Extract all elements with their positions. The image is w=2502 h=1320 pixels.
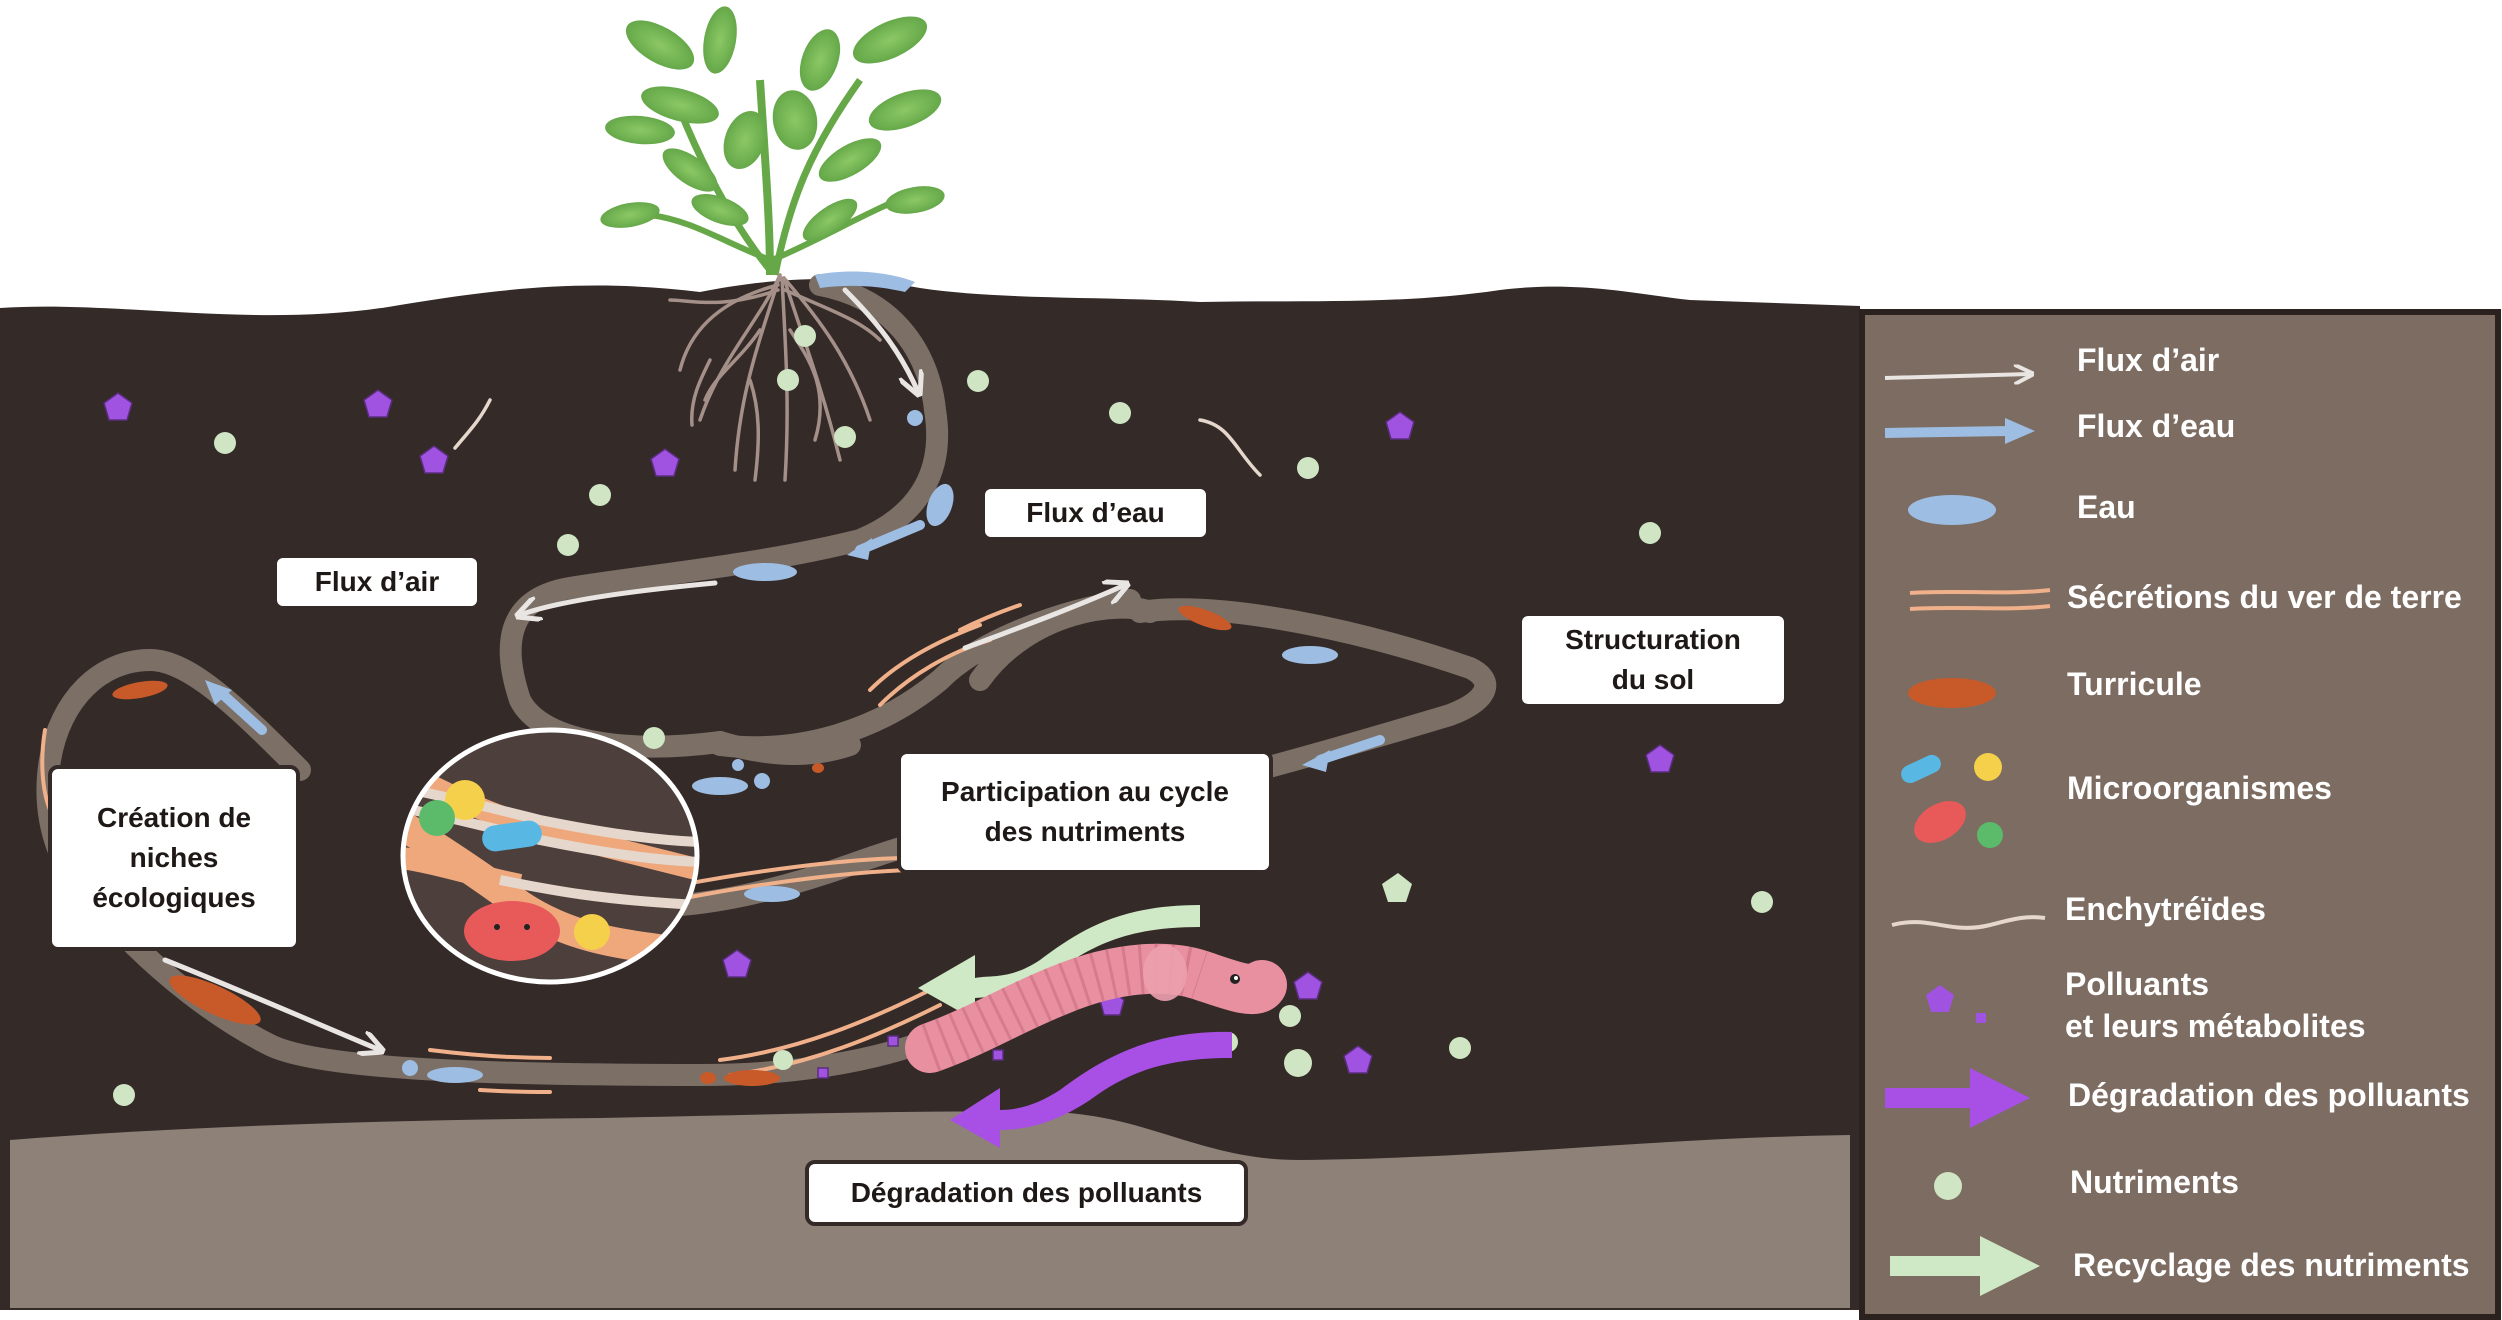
roots — [668, 273, 882, 482]
label-cycle: Participation au cycle des nutriments — [897, 750, 1273, 874]
pollutants — [103, 389, 1675, 1079]
nutrient-recycling-arrow — [918, 905, 1200, 1020]
label-structuration-line1: Structuration — [1565, 624, 1741, 655]
legend-label-degradation: Dégradation des polluants — [2068, 1077, 2470, 1113]
water-blobs — [402, 271, 1338, 1083]
legend-label-air: Flux d’air — [2077, 342, 2220, 378]
label-structuration: Structuration du sol — [1518, 612, 1788, 708]
legend-panel — [1859, 309, 2501, 1320]
earthworm — [905, 943, 1287, 1073]
label-niches-line2: niches — [129, 842, 219, 873]
enchytraeid-icon — [1891, 915, 2046, 930]
label-flux-air-text: Flux d’air — [314, 566, 440, 597]
nutrient-recycling-arrow-icon — [1890, 1236, 2040, 1296]
air-flow-arrows — [162, 287, 1125, 1050]
legend-icons — [1884, 374, 2051, 1296]
air-flow-arrow-icon — [1884, 374, 2030, 378]
enchytraeids — [453, 398, 1262, 477]
label-flux-air: Flux d’air — [273, 554, 481, 610]
nutrients — [113, 325, 1773, 1106]
nutrient-pentagon — [1382, 873, 1412, 902]
label-niches-line1: Création de — [96, 802, 252, 833]
earthworm-secretion-icon — [1909, 588, 2051, 611]
microorganisms-icon — [1901, 753, 2003, 848]
label-niches-line3: écologiques — [92, 882, 256, 913]
label-cycle-line1: Participation au cycle — [941, 776, 1229, 807]
label-flux-eau-text: Flux d’eau — [1026, 497, 1165, 528]
legend-label-nutrients: Nutriments — [2070, 1164, 2239, 1200]
nutrient-icon — [1934, 1172, 1962, 1200]
legend-label-secretions: Sécrétions du ver de terre — [2067, 579, 2462, 615]
casts — [112, 605, 1232, 1086]
label-degradation-text: Dégradation des polluants — [850, 1177, 1203, 1208]
zoom-circle-border — [400, 727, 700, 985]
legend-label-enchytraeids: Enchytréïdes — [2065, 891, 2266, 927]
label-cycle-line2: des nutriments — [984, 816, 1186, 847]
legend-label-pollutants: Polluants et leurs métabolites — [2065, 966, 2366, 1044]
label-degradation: Dégradation des polluants — [805, 1160, 1248, 1226]
legend-label-water: Eau — [2077, 489, 2136, 525]
legend-label-water-flow: Flux d’eau — [2077, 408, 2236, 444]
pollutant-icon — [1926, 985, 1954, 1012]
label-structuration-line2: du sol — [1611, 664, 1695, 695]
pollutant-degradation-arrow — [950, 1031, 1232, 1148]
cast-icon — [1908, 678, 1996, 708]
label-flux-eau: Flux d’eau — [981, 485, 1210, 541]
pollutant-degradation-arrow-icon — [1885, 1068, 2030, 1128]
legend-label-microorganisms: Microorganismes — [2067, 770, 2332, 806]
legend-label-cast: Turricule — [2067, 666, 2202, 702]
legend-label-recycling: Recyclage des nutriments — [2073, 1247, 2470, 1283]
label-niches: Création de niches écologiques — [48, 765, 300, 951]
water-flow-arrow-icon — [1884, 426, 2011, 438]
plant — [600, 6, 945, 276]
water-blob-icon — [1908, 495, 1996, 525]
